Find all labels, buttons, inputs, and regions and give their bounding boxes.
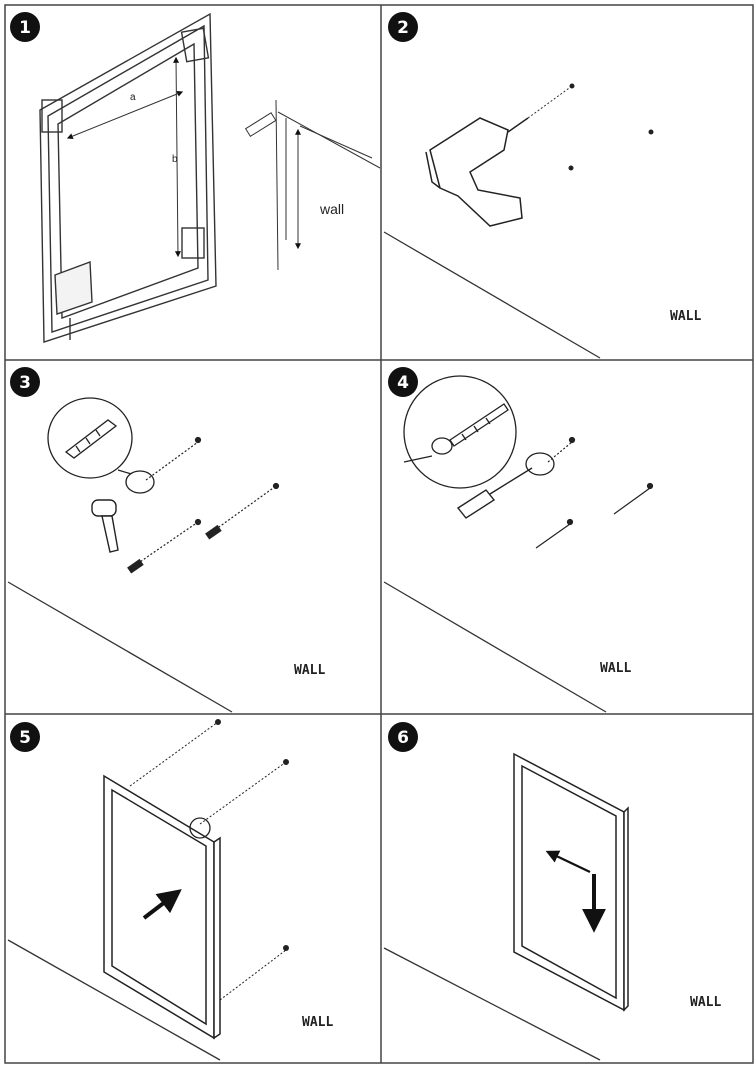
step-4-wall-label: WALL: [600, 661, 631, 676]
drill-icon: [425, 117, 529, 227]
step-5-badge: 5: [10, 722, 40, 752]
svg-text:3: 3: [19, 373, 31, 393]
svg-text:4: 4: [397, 373, 409, 393]
step-5-wall-label: WALL: [302, 1015, 333, 1030]
drill-holes: [568, 83, 654, 171]
mirror-frame: [103, 774, 221, 1040]
step-2-wall-label: WALL: [670, 309, 701, 324]
step-4-panel: 4 WALL: [383, 367, 654, 713]
mirror-dimensions: [66, 56, 184, 258]
dimension-a-label: a: [130, 92, 136, 103]
step-1-panel: 1 a b wall: [10, 12, 381, 343]
step-6-wall-label: WALL: [690, 995, 721, 1010]
hook-detail-circle: [189, 817, 211, 839]
screwdriver-icon: [456, 467, 533, 519]
hammer-icon: [91, 499, 119, 553]
step-5-panel: 5 WALL: [7, 719, 333, 1061]
wall-floor-line: [7, 581, 233, 713]
dimension-b-label: b: [172, 154, 178, 165]
push-arrow-icon: [142, 889, 182, 920]
step-3-panel: 3 WALL: [7, 367, 325, 713]
screw-detail-callout: [403, 375, 555, 489]
wall-floor-line: [383, 581, 607, 713]
step-1-badge: 1: [10, 12, 40, 42]
step-4-badge: 4: [388, 367, 418, 397]
svg-text:2: 2: [397, 18, 409, 38]
anchor-detail-callout: [47, 397, 155, 494]
mirror-back-frame: [39, 12, 217, 343]
mounting-screws: [215, 719, 289, 951]
wall-anchors: [127, 436, 280, 574]
mounting-lines: [129, 721, 287, 1001]
wall-floor-line: [383, 947, 601, 1061]
wall-corner-measure: [244, 99, 381, 271]
step-3-wall-label: WALL: [294, 663, 325, 678]
step-6-badge: 6: [388, 722, 418, 752]
step-6-panel: 6 WALL: [383, 722, 721, 1061]
screws: [535, 436, 654, 549]
hang-arrow-icon: [545, 850, 606, 933]
svg-text:1: 1: [19, 18, 31, 38]
mirror-frame: [513, 752, 629, 1012]
step-3-badge: 3: [10, 367, 40, 397]
drill-path-dotted: [527, 85, 573, 119]
step-1-wall-label: wall: [319, 201, 344, 217]
step-2-panel: 2 WALL: [383, 12, 701, 359]
step-2-badge: 2: [388, 12, 418, 42]
wall-floor-line: [383, 231, 601, 359]
svg-text:5: 5: [19, 728, 31, 748]
panel-grid: [4, 4, 754, 1064]
svg-text:6: 6: [397, 728, 409, 748]
wall-floor-line: [7, 939, 221, 1061]
